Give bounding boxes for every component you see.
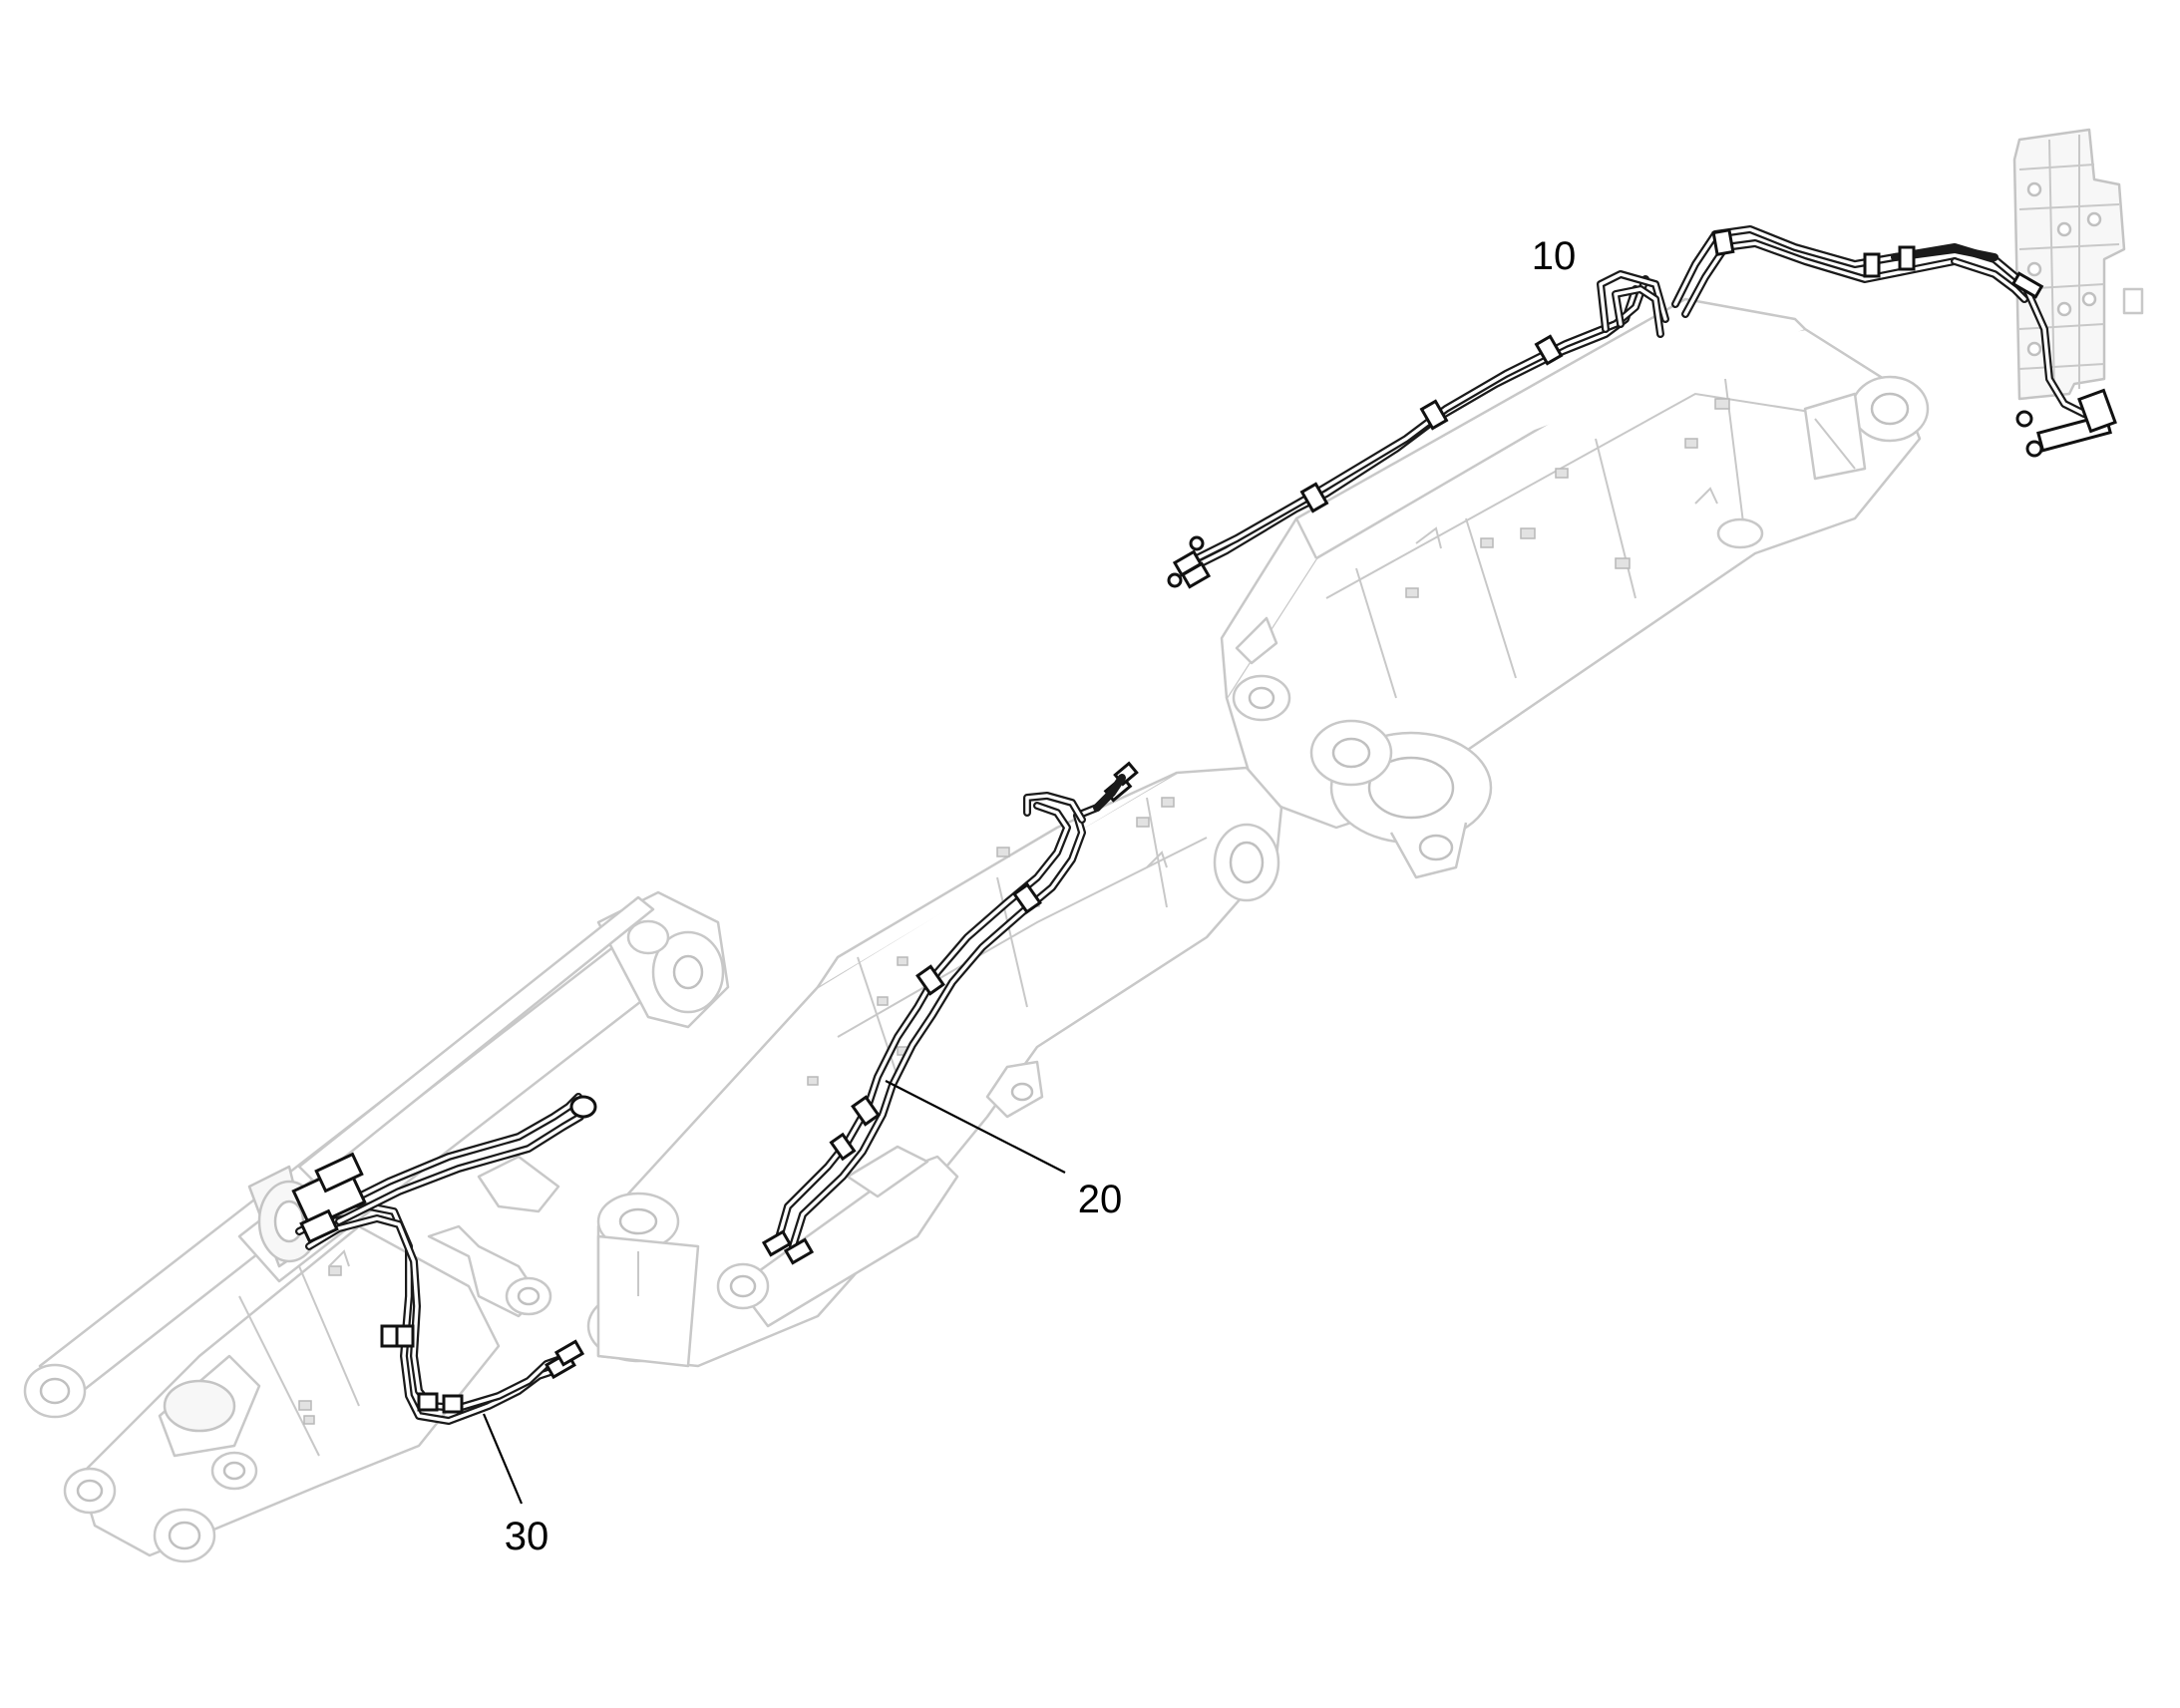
- callout-label-30: 30: [505, 1515, 549, 1558]
- hose-assembly-10: [1167, 225, 2117, 589]
- arm-structure: [586, 766, 1283, 1368]
- leader-line-20: [885, 1080, 1066, 1174]
- hose-assembly-30: [291, 1093, 597, 1425]
- leader-line-30: [482, 1413, 524, 1505]
- hose-assembly-20: [761, 761, 1139, 1265]
- callout-label-10: 10: [1532, 234, 1577, 278]
- boom-structure: [1220, 297, 1930, 879]
- callout-label-20: 20: [1078, 1178, 1123, 1221]
- control-valve-block: [2012, 128, 2144, 401]
